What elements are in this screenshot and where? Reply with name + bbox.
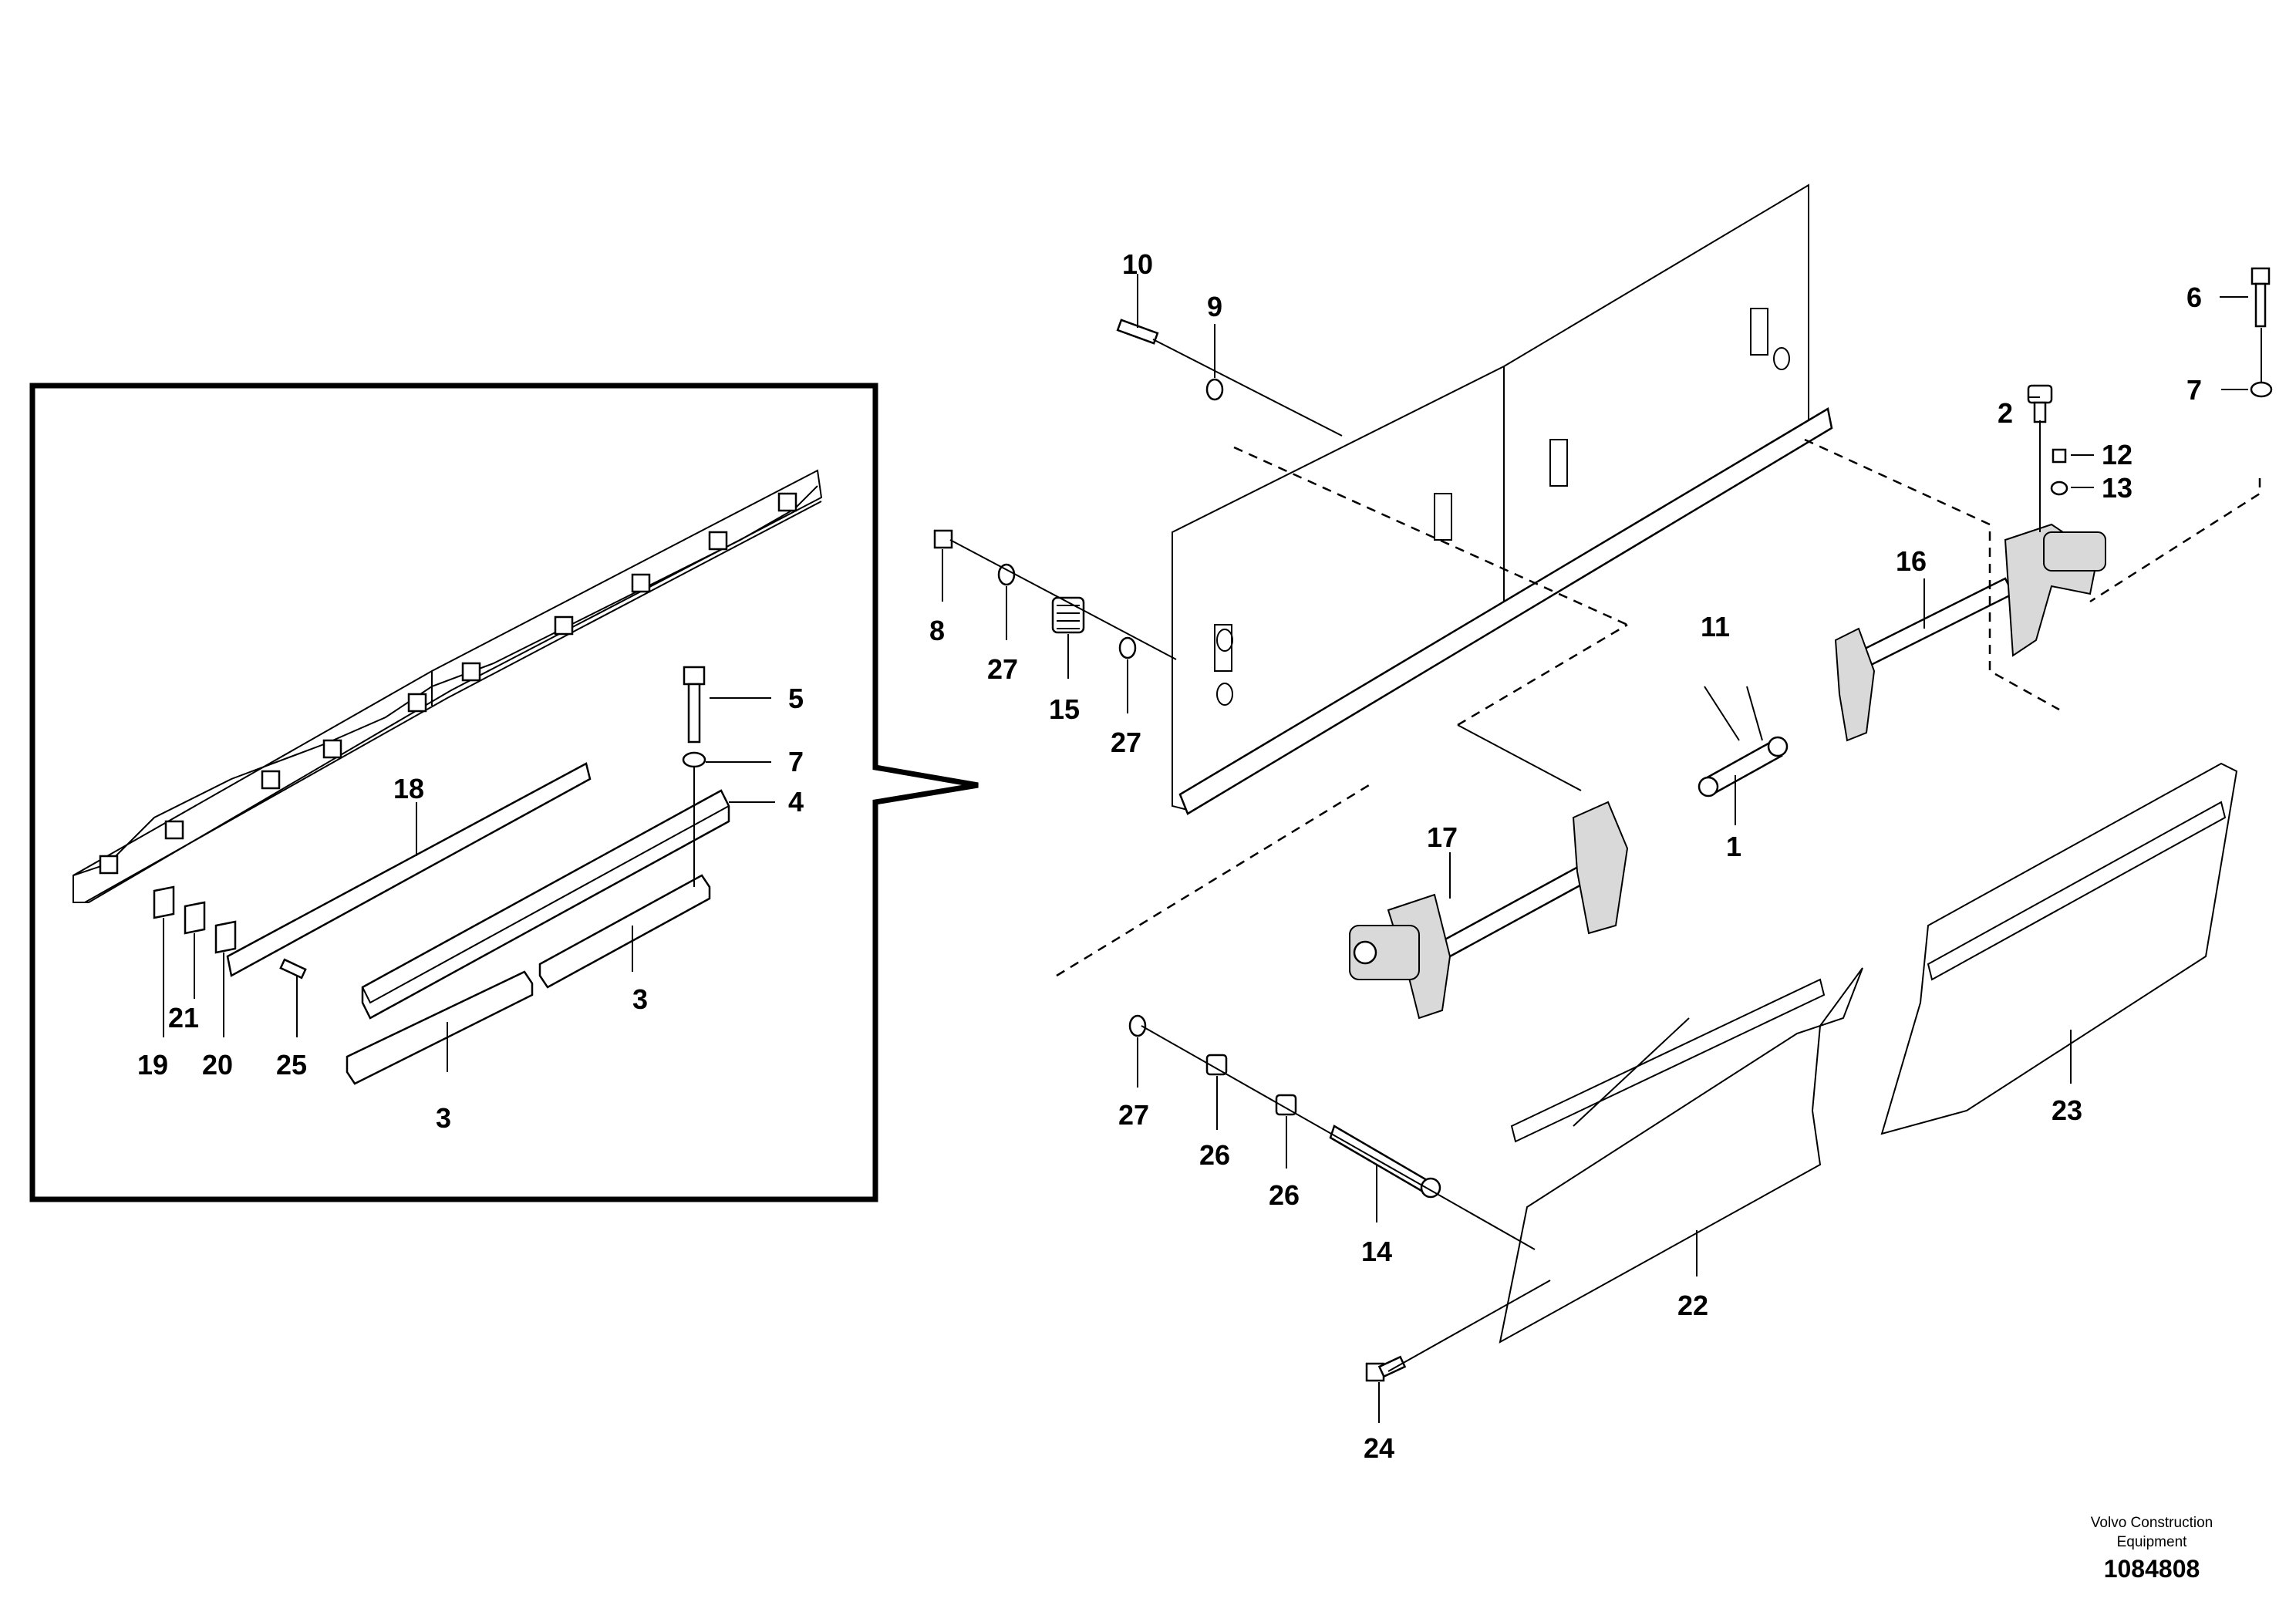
shaft-16 <box>1834 523 2106 742</box>
company-line-2: Equipment <box>2117 1534 2188 1550</box>
callout-14: 14 <box>1361 1236 1392 1267</box>
skirt-23 <box>1880 762 2238 1135</box>
washer-27c <box>1128 1014 1147 1037</box>
callout-7: 7 <box>2186 374 2202 406</box>
callout-17: 17 <box>1427 821 1458 853</box>
bushing-26a <box>1205 1054 1228 1076</box>
callout-25: 25 <box>276 1049 307 1081</box>
clip-21 <box>184 901 206 935</box>
callout-13: 13 <box>2102 472 2132 504</box>
dashed-leaders <box>1056 438 2261 977</box>
callout-26: 26 <box>1199 1139 1230 1171</box>
callout-19: 19 <box>137 1049 168 1081</box>
bar-3b <box>346 970 534 1085</box>
callout-11: 11 <box>1701 611 1730 642</box>
footer: Volvo Construction Equipment 1084808 <box>2091 1515 2213 1583</box>
plug-2 <box>2027 384 2053 423</box>
callout-labels: 10 9 6 7 2 12 13 16 11 1 8 27 15 27 17 1… <box>137 248 2202 1464</box>
company-line-1: Volvo Construction <box>2091 1515 2213 1531</box>
bar-3a <box>538 874 711 989</box>
detail-inset <box>29 383 979 1202</box>
callout-26: 26 <box>1269 1179 1300 1211</box>
callout-10: 10 <box>1122 248 1153 280</box>
callout-2: 2 <box>1998 397 2013 429</box>
callout-8: 8 <box>929 615 945 646</box>
clip-19 <box>153 885 175 919</box>
callout-15: 15 <box>1049 693 1080 725</box>
washer-27b <box>1118 636 1137 659</box>
washer-9 <box>1205 378 1224 401</box>
rail-assembly <box>72 469 823 903</box>
callout-leaders <box>942 274 2248 1423</box>
doc-number: 1084808 <box>2104 1555 2200 1583</box>
callout-4: 4 <box>788 786 804 818</box>
callout-7: 7 <box>788 746 804 777</box>
washer-7 <box>2250 381 2273 398</box>
assembly-lines <box>949 328 2262 1372</box>
callout-3: 3 <box>436 1102 451 1134</box>
callout-27: 27 <box>1118 1099 1149 1131</box>
bolt-24 <box>1365 1355 1407 1382</box>
callout-9: 9 <box>1207 291 1222 322</box>
back-panel <box>1172 184 1833 815</box>
washer-13 <box>2050 481 2068 496</box>
strip-18 <box>226 762 592 977</box>
callout-16: 16 <box>1896 545 1927 577</box>
callout-12: 12 <box>2102 439 2132 470</box>
washer-7-inset <box>682 751 706 768</box>
callout-27: 27 <box>1111 727 1141 758</box>
callout-20: 20 <box>202 1049 233 1081</box>
callout-6: 6 <box>2186 282 2202 313</box>
screw-25 <box>279 958 307 980</box>
bar-4 <box>361 789 730 1020</box>
callout-27: 27 <box>987 653 1018 685</box>
callout-1: 1 <box>1726 831 1741 862</box>
callout-21: 21 <box>168 1002 199 1034</box>
inset-leaders <box>163 697 775 1072</box>
skirt-22 <box>1499 967 1863 1344</box>
coupling-1 <box>1698 736 1789 798</box>
callout-3: 3 <box>632 983 648 1015</box>
callout-22: 22 <box>1677 1290 1708 1321</box>
bolt-6 <box>2250 267 2271 328</box>
shaft-17 <box>1349 801 1629 1020</box>
callout-23: 23 <box>2052 1094 2082 1126</box>
nut-8 <box>933 529 953 549</box>
callout-5: 5 <box>788 683 804 714</box>
clip-20 <box>214 920 237 954</box>
screw-12 <box>2052 448 2067 464</box>
bushing-26b <box>1275 1094 1297 1116</box>
bolt-10 <box>1116 319 1159 345</box>
callout-24: 24 <box>1364 1432 1394 1464</box>
bolt-5 <box>683 666 706 744</box>
callout-18: 18 <box>393 773 424 804</box>
